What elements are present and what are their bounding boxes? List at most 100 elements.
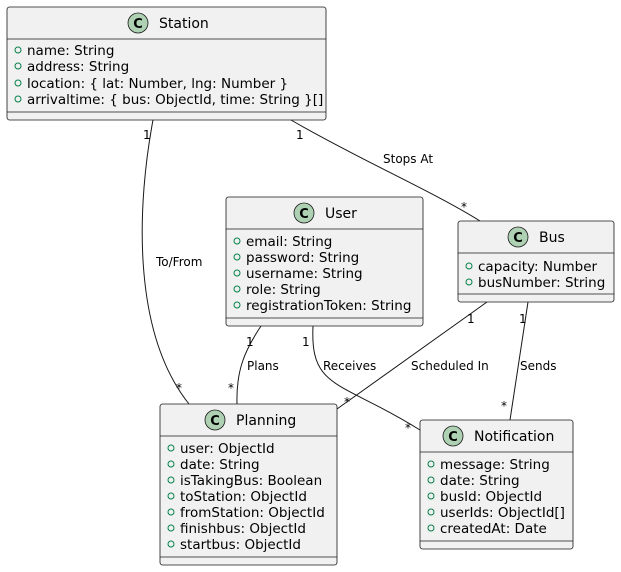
relation-station-planning: To/From 1 *	[141, 119, 202, 405]
attribute-text: arrivaltime: { bus: ObjectId, time: Stri…	[27, 92, 323, 108]
attribute-text: username: String	[246, 266, 363, 282]
attribute-text: createdAt: Date	[440, 521, 547, 537]
edge-line	[290, 119, 481, 222]
attribute-row: isTakingBus: Boolean	[167, 473, 322, 489]
public-visibility-icon	[233, 253, 241, 261]
attribute-text: password: String	[246, 250, 359, 266]
class-stereotype-letter: C	[513, 231, 523, 246]
attribute-text: registrationToken: String	[246, 298, 411, 314]
edge-line	[509, 301, 529, 421]
public-visibility-icon	[167, 460, 175, 468]
attribute-text: capacity: Number	[478, 259, 598, 275]
multiplicity-to: *	[176, 381, 182, 395]
relation-user-planning: Plans 1 *	[228, 325, 279, 405]
attribute-text: location: { lat: Number, lng: Number }	[27, 76, 288, 92]
attribute-text: name: String	[27, 43, 114, 59]
relation-bus-planning: Scheduled In 1 *	[336, 301, 489, 410]
class-stereotype-icon	[293, 202, 315, 224]
attribute-row: name: String	[14, 43, 114, 59]
attribute-row: userIds: ObjectId[]	[427, 505, 565, 521]
class-stereotype-icon	[204, 409, 226, 431]
attribute-text: user: ObjectId	[180, 441, 275, 457]
attribute-row: role: String	[233, 282, 321, 298]
relation-user-notification: Receives 1 *	[302, 325, 421, 435]
class-box	[6, 6, 327, 121]
class-box	[159, 403, 338, 566]
attribute-text: address: String	[27, 59, 129, 75]
public-visibility-icon	[427, 492, 435, 500]
public-visibility-icon	[427, 508, 435, 516]
attribute-text: date: String	[440, 473, 520, 489]
attribute-row: message: String	[427, 457, 550, 473]
attribute-row: arrivaltime: { bus: ObjectId, time: Stri…	[14, 92, 323, 108]
attribute-row: username: String	[233, 266, 363, 282]
attribute-text: busNumber: String	[478, 275, 605, 291]
public-visibility-icon	[465, 262, 473, 270]
public-visibility-icon	[427, 524, 435, 532]
attribute-row: registrationToken: String	[233, 298, 411, 314]
public-visibility-icon	[167, 492, 175, 500]
multiplicity-to: *	[405, 421, 411, 435]
public-visibility-icon	[167, 444, 175, 452]
public-visibility-icon	[167, 524, 175, 532]
public-visibility-icon	[427, 460, 435, 468]
edge-line	[336, 301, 488, 410]
class-station: C Station name: String address: String l…	[6, 6, 327, 121]
class-stereotype-letter: C	[299, 207, 309, 222]
class-name: Planning	[236, 413, 296, 429]
attribute-row: busNumber: String	[465, 275, 605, 291]
attribute-row: date: String	[167, 457, 260, 473]
multiplicity-from: 1	[467, 312, 475, 326]
edge-line	[312, 325, 421, 431]
attribute-text: userIds: ObjectId[]	[440, 505, 565, 521]
class-name: Station	[159, 16, 209, 32]
public-visibility-icon	[14, 62, 22, 70]
class-name: Bus	[539, 230, 565, 246]
attribute-row: createdAt: Date	[427, 521, 547, 537]
public-visibility-icon	[14, 46, 22, 54]
attribute-text: fromStation: ObjectId	[180, 505, 325, 521]
public-visibility-icon	[465, 278, 473, 286]
class-stereotype-icon	[442, 425, 464, 447]
public-visibility-icon	[14, 79, 22, 87]
multiplicity-to: *	[501, 399, 507, 413]
relation-label: Plans	[247, 359, 279, 373]
public-visibility-icon	[167, 540, 175, 548]
public-visibility-icon	[167, 476, 175, 484]
multiplicity-from: 1	[302, 335, 310, 349]
attribute-row: date: String	[427, 473, 520, 489]
attribute-text: startbus: ObjectId	[180, 537, 301, 553]
multiplicity-from: 1	[246, 335, 254, 349]
class-stereotype-letter: C	[133, 17, 143, 32]
public-visibility-icon	[233, 285, 241, 293]
public-visibility-icon	[427, 476, 435, 484]
relation-label: Stops At	[383, 152, 433, 166]
class-stereotype-icon	[127, 12, 149, 34]
class-planning: C Planning user: ObjectId date: String i…	[159, 403, 338, 566]
attribute-text: message: String	[440, 457, 550, 473]
public-visibility-icon	[233, 301, 241, 309]
relation-label: To/From	[155, 255, 202, 269]
attribute-row: location: { lat: Number, lng: Number }	[14, 76, 288, 92]
multiplicity-to: *	[461, 200, 467, 214]
public-visibility-icon	[233, 237, 241, 245]
multiplicity-from: 1	[296, 128, 304, 142]
attribute-text: role: String	[246, 282, 321, 298]
public-visibility-icon	[167, 508, 175, 516]
class-box	[457, 220, 615, 303]
attribute-text: toStation: ObjectId	[180, 489, 307, 505]
edge-line	[141, 119, 190, 405]
class-stereotype-icon	[507, 226, 529, 248]
class-name: Notification	[474, 429, 554, 445]
multiplicity-from: 1	[143, 128, 151, 142]
relation-label: Receives	[323, 359, 376, 373]
attribute-row: toStation: ObjectId	[167, 489, 307, 505]
attribute-row: user: ObjectId	[167, 441, 275, 457]
attribute-row: capacity: Number	[465, 259, 598, 275]
attribute-row: address: String	[14, 59, 129, 75]
relation-station-bus: Stops At 1 *	[290, 119, 481, 222]
edge-line	[236, 325, 262, 405]
attribute-text: finishbus: ObjectId	[180, 521, 306, 537]
multiplicity-to: *	[228, 381, 234, 395]
